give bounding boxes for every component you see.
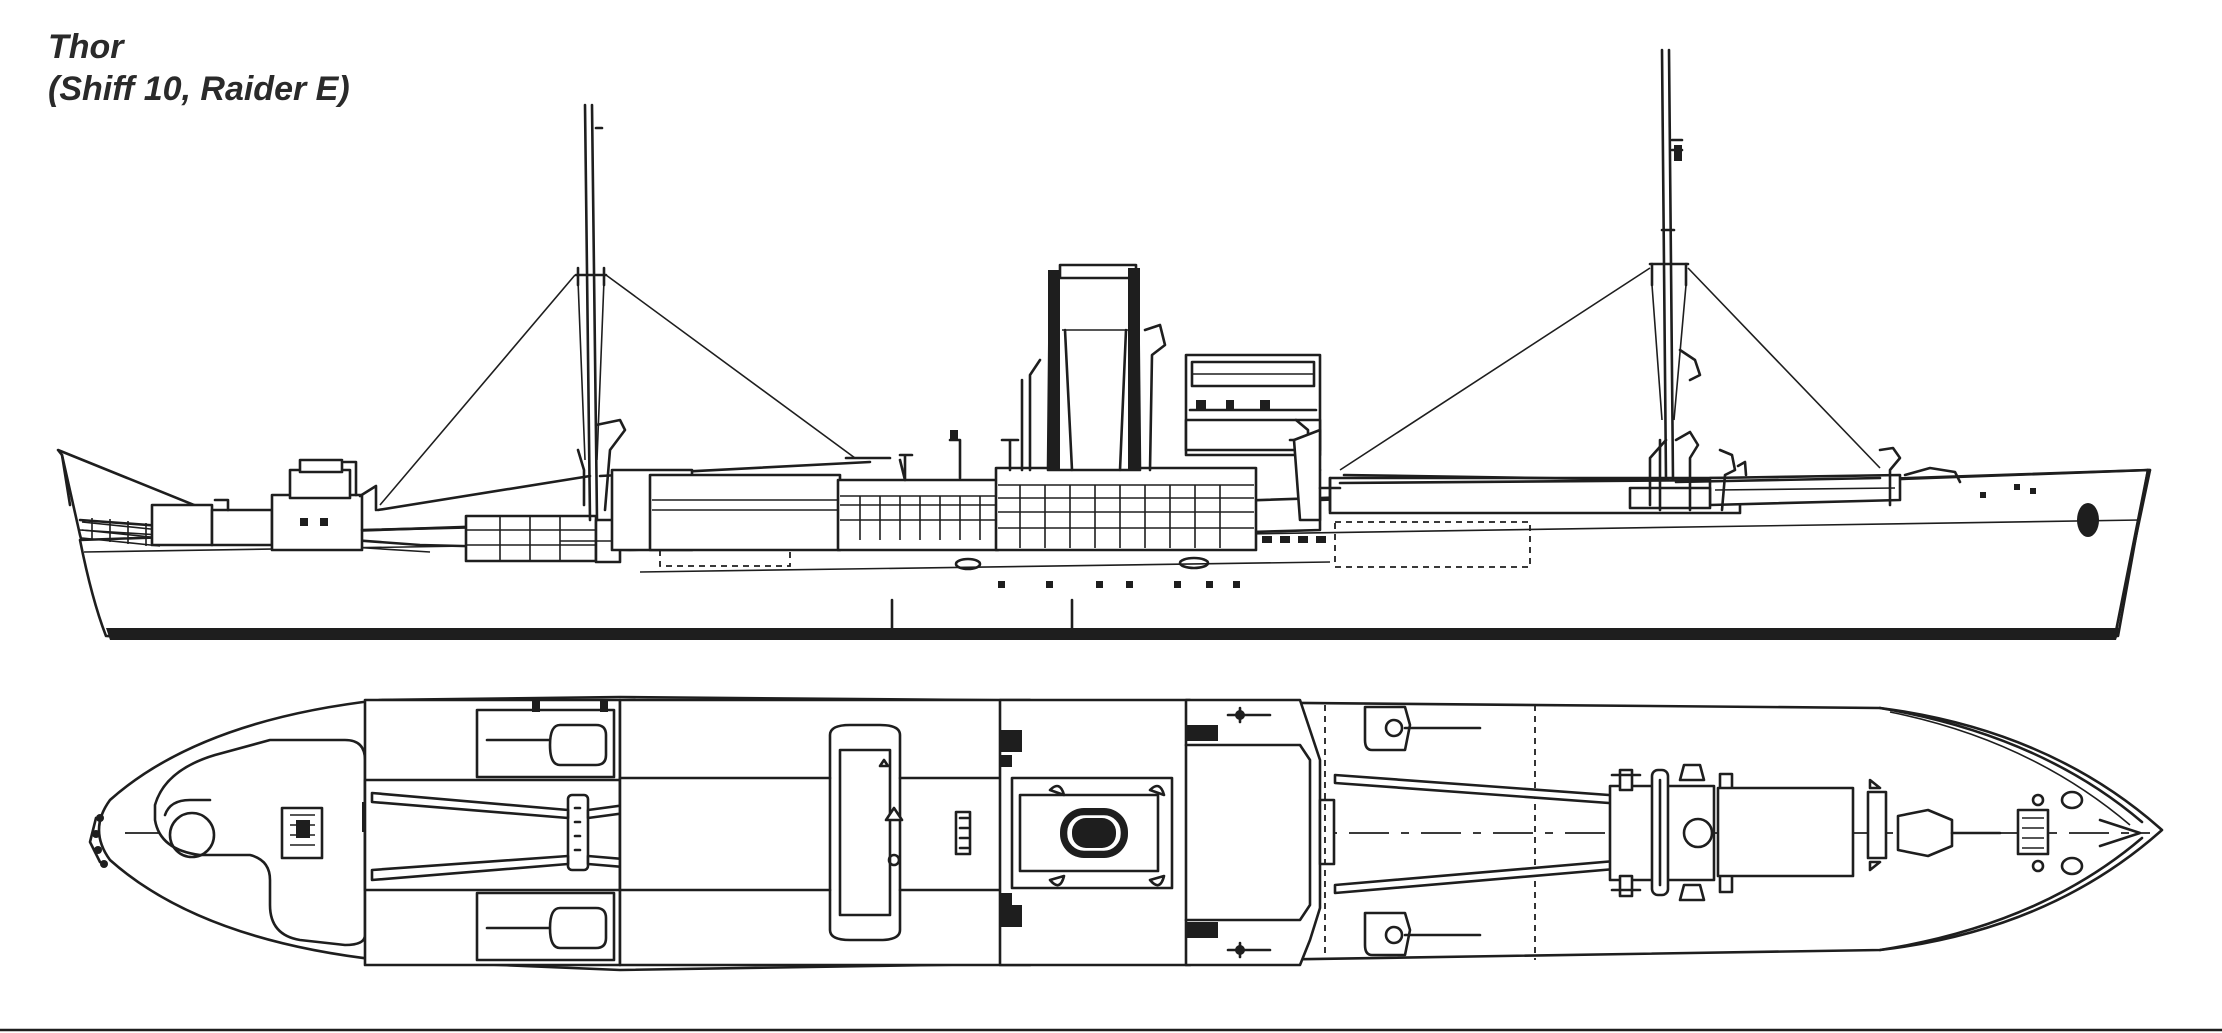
plan-midships [954, 698, 1192, 967]
ship-designation: (Shiff 10, Raider E) [48, 70, 350, 108]
stern-rail [81, 518, 161, 547]
fore-mast [1339, 48, 1882, 512]
plan-bridge [1184, 698, 1336, 967]
funnel [1020, 263, 1167, 472]
bridge [1184, 353, 1322, 522]
aft-cargo [360, 514, 622, 564]
aft-deckhouse [150, 458, 378, 552]
midships-superstructure [610, 430, 1258, 552]
forward-deck [1318, 446, 1962, 515]
stern-detail [88, 814, 108, 868]
title-block: Thor (Shiff 10, Raider E) [48, 26, 350, 110]
portholes [998, 484, 2036, 588]
plan-aft-deckhouse [363, 698, 622, 967]
plan-forward-deck [1324, 705, 1888, 960]
plan-view [88, 695, 2164, 972]
side-profile [56, 48, 2152, 640]
plan-forecastle [1896, 790, 2142, 876]
stern-deckhouse [153, 738, 376, 947]
aft-mast [376, 103, 907, 522]
ship-name: Thor [48, 28, 124, 66]
